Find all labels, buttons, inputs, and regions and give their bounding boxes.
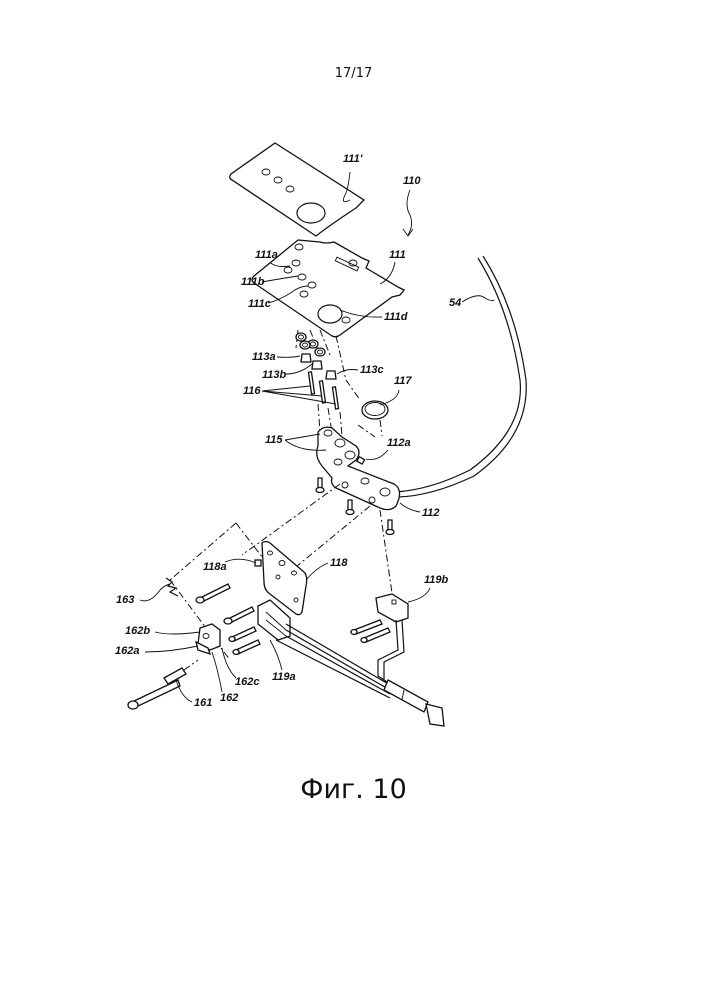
- spring-163: [166, 578, 178, 596]
- wire-harness: [276, 620, 444, 726]
- label-113a: 113a: [252, 351, 276, 363]
- label-54: 54: [449, 297, 461, 309]
- label-161: 161: [194, 697, 212, 709]
- leader-162b: [155, 632, 200, 634]
- label-117: 117: [394, 375, 412, 387]
- label-111b: 111b: [241, 276, 265, 288]
- leader-112a: [366, 450, 388, 460]
- projection-line: [184, 660, 198, 670]
- label-113b: 113b: [262, 369, 287, 381]
- label-162b: 162b: [125, 625, 150, 637]
- leader-119b: [408, 588, 430, 602]
- projection-line: [358, 425, 375, 437]
- leader-119a: [270, 640, 282, 670]
- projection-line: [380, 420, 382, 436]
- projection-line: [242, 484, 340, 555]
- label-111-prime: 111': [343, 153, 363, 165]
- leader-54: [462, 296, 494, 302]
- label-112: 112: [422, 507, 440, 519]
- label-162: 162: [220, 692, 238, 704]
- leader-113a: [277, 356, 300, 357]
- projection-line: [336, 336, 360, 400]
- screws-left: [128, 584, 390, 709]
- label-162c: 162c: [235, 676, 259, 688]
- leader-118a: [225, 559, 256, 563]
- washers: [296, 333, 325, 356]
- label-118: 118: [330, 557, 348, 569]
- leader-162a: [145, 646, 198, 652]
- holder-162: [196, 624, 220, 654]
- tube-54: [395, 256, 526, 497]
- label-162a: 162a: [115, 645, 139, 657]
- label-119b: 119b: [424, 574, 449, 586]
- leader-118: [306, 563, 328, 580]
- sensor-119b: [376, 594, 408, 622]
- label-113c: 113c: [360, 364, 384, 376]
- label-111d: 111d: [384, 311, 408, 323]
- label-118a: 118a: [203, 561, 227, 573]
- figure-caption: Фиг. 10: [0, 774, 707, 805]
- label-115: 115: [265, 434, 283, 446]
- leader-162: [212, 652, 222, 692]
- leader-113c: [337, 370, 358, 375]
- label-111: 111: [389, 249, 406, 261]
- leader-163: [140, 584, 170, 601]
- label-111a: 111a: [255, 249, 278, 261]
- label-119a: 119a: [272, 671, 296, 683]
- nipples-113: [301, 354, 336, 379]
- projection-line: [318, 404, 320, 432]
- projection-line: [340, 412, 342, 436]
- leader-112: [400, 503, 420, 512]
- label-110: 110: [403, 175, 421, 187]
- leader-110: [407, 190, 412, 235]
- label-116: 116: [243, 385, 261, 397]
- label-111c: 111c: [248, 298, 271, 310]
- label-163: 163: [116, 594, 134, 606]
- label-112a: 112a: [387, 437, 411, 449]
